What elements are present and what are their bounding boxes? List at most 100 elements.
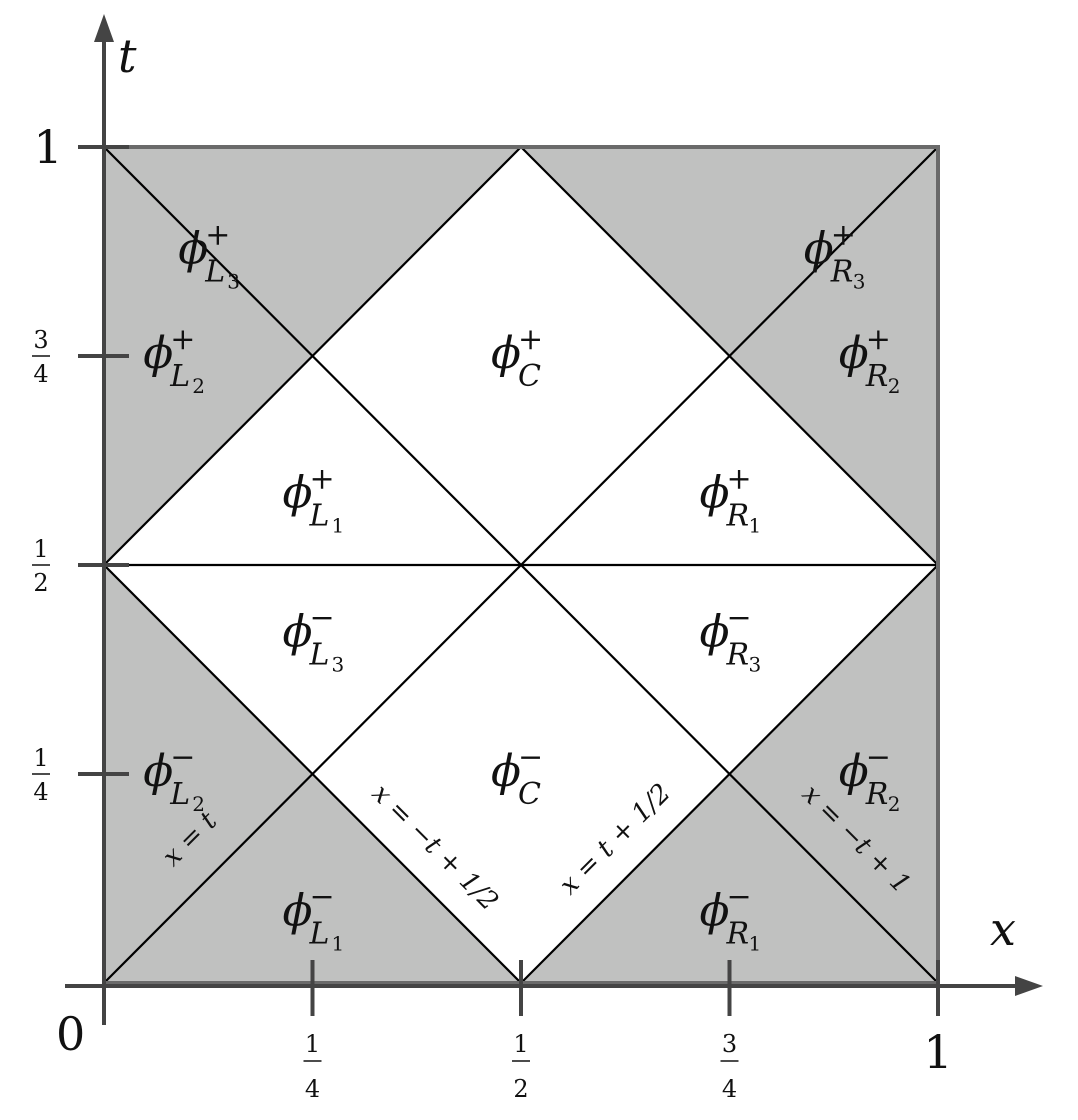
region-phi-L3-minus-area (104, 565, 521, 774)
phi-subscript: L (309, 499, 330, 534)
phi-symbol: ϕ (283, 886, 313, 937)
phi-superscript: − (170, 740, 195, 775)
line-x-eq-minus-t-plus-3half (520, 146, 939, 566)
phi-subscript-index: 2 (192, 792, 205, 816)
phi-symbol: ϕ (143, 746, 173, 797)
x-axis-label: x (990, 902, 1016, 956)
phi-subscript: L (309, 917, 330, 952)
region-phi-L2-minus-area (104, 565, 313, 983)
region-phi-R2-plus-area (729, 147, 938, 565)
phi-subscript: R (726, 499, 750, 534)
phi-superscript: + (170, 322, 195, 357)
phi-superscript: − (310, 880, 335, 915)
x-tick-numerator: 3 (722, 1030, 737, 1058)
region-phi-R1-plus-area (521, 356, 938, 565)
x-axis-arrowhead (1015, 976, 1043, 996)
phi-subscript-index: 2 (888, 374, 901, 398)
region-phi-C-plus-label: ϕ+C (491, 322, 543, 394)
region-phi-C-minus-label: ϕ−C (491, 740, 543, 812)
phi-superscript: − (310, 600, 335, 635)
t-tick-denominator: 2 (33, 569, 48, 597)
phi-superscript: + (518, 322, 543, 357)
phi-subscript-index: 1 (749, 514, 762, 538)
region-phi-R2-minus-area (729, 565, 938, 983)
phi-superscript: + (866, 322, 891, 357)
t-tick-numerator: 1 (33, 744, 48, 772)
region-phi-L2-plus-area (104, 147, 313, 565)
phi-symbol: ϕ (178, 224, 208, 275)
region-phi-L1-plus-area (104, 356, 521, 565)
t-tick-numerator: 3 (33, 326, 48, 354)
phi-superscript: − (518, 740, 543, 775)
t-tick-numerator: 1 (33, 535, 48, 563)
phi-subscript: L (169, 777, 190, 812)
phi-superscript: − (866, 740, 891, 775)
t-tick-label: 1 (33, 120, 62, 174)
phi-symbol: ϕ (700, 886, 730, 937)
region-phi-L3-plus-area (104, 147, 521, 356)
region-phi-R3-plus-area (521, 147, 938, 356)
phi-subscript-index: 2 (888, 792, 901, 816)
phi-subscript-index: 1 (332, 932, 345, 956)
phi-subscript: C (518, 777, 541, 812)
origin-label: 0 (56, 1007, 85, 1061)
phi-subscript: L (204, 255, 225, 290)
phi-symbol: ϕ (839, 328, 869, 379)
phi-symbol: ϕ (283, 468, 313, 519)
region-phi-R1-minus-area (521, 774, 938, 983)
phi-symbol: ϕ (491, 328, 521, 379)
phi-superscript: + (831, 218, 856, 253)
x-tick-numerator: 1 (305, 1030, 320, 1058)
line-x-eq-minus-t-plus-half (103, 564, 522, 984)
phi-subscript-index: 3 (853, 270, 866, 294)
phi-subscript: R (830, 255, 854, 290)
phi-symbol: ϕ (491, 746, 521, 797)
phi-superscript: − (727, 880, 752, 915)
phi-superscript: + (727, 462, 752, 497)
x-tick-label: 1 (923, 1025, 952, 1079)
phi-symbol: ϕ (143, 328, 173, 379)
x-tick-numerator: 1 (513, 1030, 528, 1058)
phi-subscript: L (309, 637, 330, 672)
phi-subscript-index: 2 (192, 374, 205, 398)
phi-superscript: + (205, 218, 230, 253)
phi-superscript: + (310, 462, 335, 497)
phi-subscript-index: 1 (749, 932, 762, 956)
phi-subscript-index: 3 (332, 652, 345, 676)
region-phi-L1-minus-area (104, 774, 521, 983)
line-x-eq-t-minus-half (520, 564, 939, 984)
phi-symbol: ϕ (700, 468, 730, 519)
phi-symbol: ϕ (700, 606, 730, 657)
x-tick-denominator: 4 (722, 1075, 737, 1103)
phi-symbol: ϕ (839, 746, 869, 797)
t-axis-label: t (118, 29, 137, 83)
x-tick-denominator: 4 (305, 1075, 320, 1103)
line-x-eq-t-plus-half (103, 146, 522, 566)
region-phi-R3-minus-area (521, 565, 938, 774)
phi-subscript: R (865, 359, 889, 394)
phi-subscript: R (726, 917, 750, 952)
phi-subscript-index: 1 (332, 514, 345, 538)
phi-subscript: R (726, 637, 750, 672)
t-axis-arrowhead (94, 14, 114, 42)
boundary-lines (103, 146, 939, 984)
phi-subscript-index: 3 (749, 652, 762, 676)
phi-symbol: ϕ (804, 224, 834, 275)
phi-subscript: C (518, 359, 541, 394)
phi-subscript: L (169, 359, 190, 394)
phi-symbol: ϕ (283, 606, 313, 657)
phi-subscript-index: 3 (227, 270, 240, 294)
